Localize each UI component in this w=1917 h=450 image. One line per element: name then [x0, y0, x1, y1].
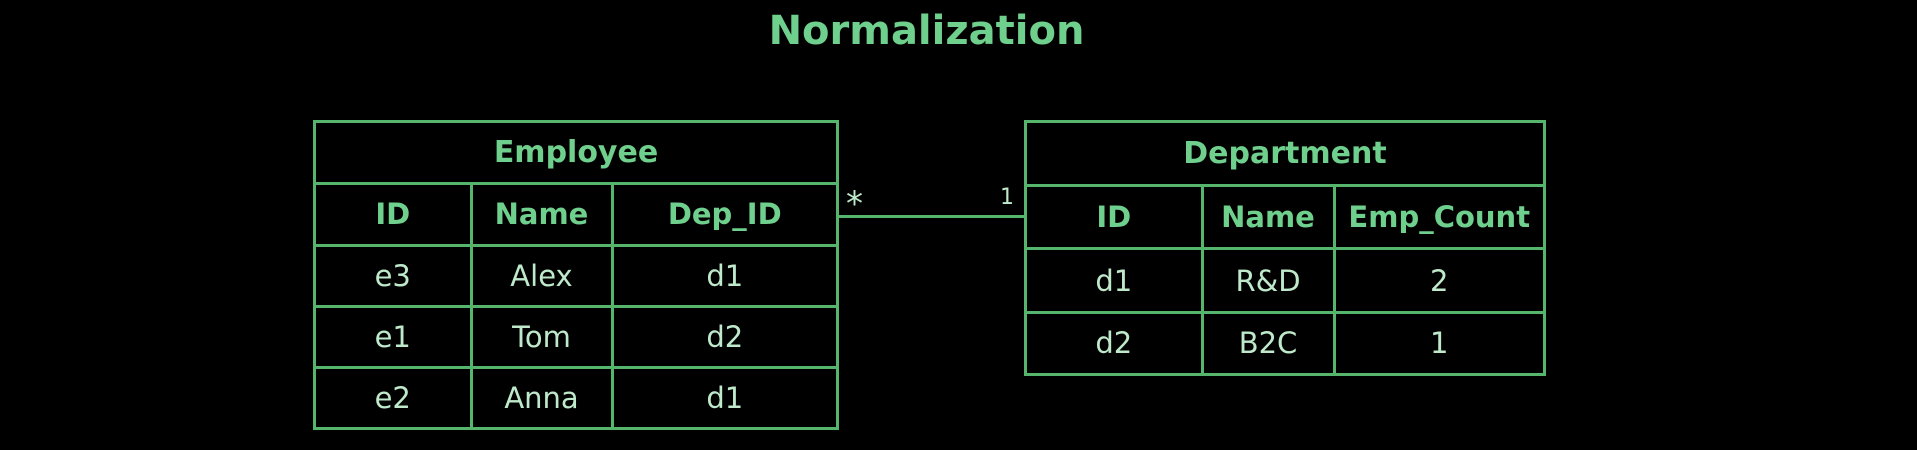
- department-cell-id: d2: [1027, 310, 1204, 373]
- relationship-line: [839, 215, 1024, 218]
- table-row: e2 Anna d1: [316, 366, 836, 427]
- table-row: e1 Tom d2: [316, 305, 836, 370]
- department-header-row: Department: [1027, 123, 1543, 187]
- department-column-id: ID: [1027, 183, 1204, 251]
- department-table: Department ID Name Emp_Count d1 R&D 2 d2…: [1024, 120, 1546, 376]
- employee-cell-name: Anna: [469, 366, 614, 427]
- department-cell-emp-count: 2: [1332, 247, 1543, 314]
- table-row: d2 B2C 1: [1027, 310, 1543, 373]
- employee-cell-dep-id: d2: [610, 305, 836, 370]
- diagram-title: Normalization: [768, 8, 1085, 54]
- employee-header-row: Employee: [316, 123, 836, 186]
- department-cell-name: B2C: [1200, 310, 1336, 373]
- department-column-name: Name: [1200, 183, 1336, 251]
- department-column-emp-count: Emp_Count: [1332, 183, 1543, 251]
- employee-cell-dep-id: d1: [610, 243, 836, 309]
- department-column-row: ID Name Emp_Count: [1027, 183, 1543, 251]
- table-row: d1 R&D 2: [1027, 247, 1543, 314]
- employee-column-name: Name: [469, 182, 614, 247]
- employee-column-dep-id: Dep_ID: [610, 182, 836, 247]
- employee-cell-id: e3: [316, 243, 473, 309]
- department-cell-name: R&D: [1200, 247, 1336, 314]
- table-row: e3 Alex d1: [316, 243, 836, 309]
- employee-cell-dep-id: d1: [610, 366, 836, 427]
- employee-cell-id: e1: [316, 305, 473, 370]
- department-table-name: Department: [1027, 123, 1543, 187]
- employee-table-name: Employee: [316, 123, 836, 186]
- employee-multiplicity: *: [846, 184, 863, 224]
- department-cell-id: d1: [1027, 247, 1204, 314]
- employee-column-row: ID Name Dep_ID: [316, 182, 836, 247]
- employee-cell-id: e2: [316, 366, 473, 427]
- employee-table: Employee ID Name Dep_ID e3 Alex d1 e1 To…: [313, 120, 839, 430]
- employee-cell-name: Tom: [469, 305, 614, 370]
- department-multiplicity: 1: [1000, 185, 1014, 210]
- employee-column-id: ID: [316, 182, 473, 247]
- department-cell-emp-count: 1: [1332, 310, 1543, 373]
- employee-cell-name: Alex: [469, 243, 614, 309]
